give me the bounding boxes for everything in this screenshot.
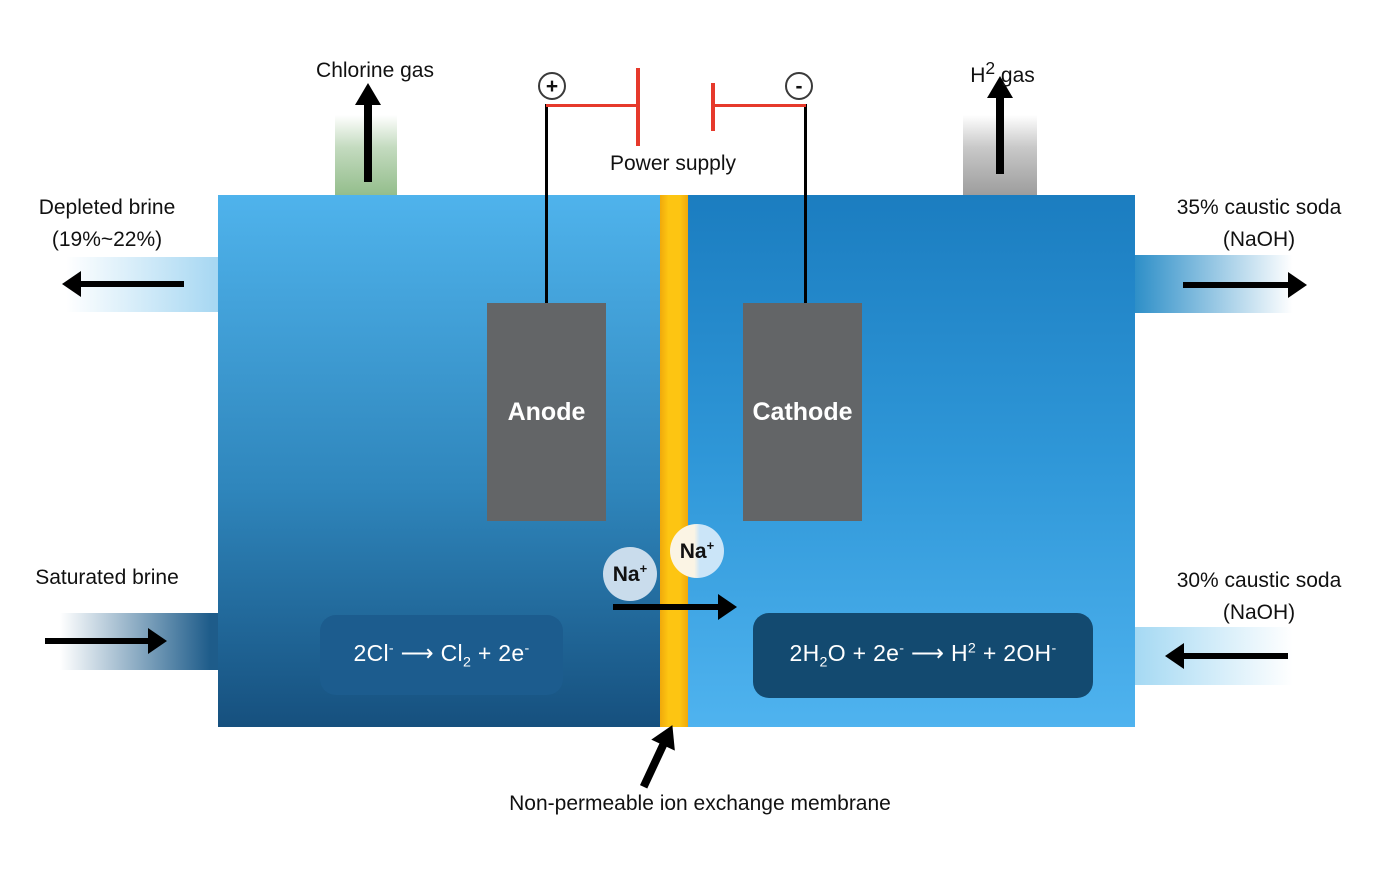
cathode-reaction-box: 2H2O + 2e- ⟶ H2 + 2OH- — [753, 613, 1093, 698]
sodium-ion-on-membrane: Na+ — [670, 524, 724, 578]
saturated-brine-arrow-icon — [45, 628, 167, 654]
battery-long-plate — [636, 68, 640, 146]
sodium-ion-label: Na+ — [679, 538, 715, 563]
battery-short-plate — [711, 83, 715, 131]
caustic-soda-35-arrow-icon — [1183, 272, 1307, 298]
power-wire-right — [715, 104, 806, 107]
sodium-flow-arrow-icon — [613, 594, 737, 620]
caustic-soda-30-arrow-icon — [1165, 643, 1288, 669]
plus-sign: + — [545, 74, 559, 98]
membrane-pointer-arrow-icon — [631, 719, 685, 792]
anode-electrode: Anode — [487, 303, 606, 521]
ion-exchange-membrane — [660, 195, 688, 727]
caustic30-line1: 30% caustic soda — [1176, 569, 1342, 592]
depleted-brine-arrow-icon — [62, 271, 184, 297]
membrane-label: Non-permeable ion exchange membrane — [509, 792, 891, 815]
depleted-brine-line1: Depleted brine — [38, 196, 176, 219]
cathode-label: Cathode — [752, 397, 853, 426]
cathode-reaction-equation: 2H2O + 2e- ⟶ H2 + 2OH- — [789, 640, 1057, 671]
anode-reaction-box: 2Cl- ⟶ Cl2 + 2e- — [320, 615, 563, 695]
caustic35-line1: 35% caustic soda — [1176, 196, 1342, 219]
caustic-soda-35-label: 35% caustic soda (NaOH) — [1150, 192, 1368, 255]
sodium-ion-label: Na+ — [612, 561, 648, 586]
depleted-brine-line2: (19%~22%) — [51, 227, 163, 251]
cathode-wire — [804, 104, 807, 304]
caustic-soda-30-label: 30% caustic soda (NaOH) — [1150, 565, 1368, 628]
minus-sign: - — [795, 74, 803, 98]
sodium-ion-left: Na+ — [603, 547, 657, 601]
power-wire-left — [546, 104, 638, 107]
saturated-brine-label: Saturated brine — [35, 566, 179, 589]
cathode-electrode: Cathode — [743, 303, 862, 521]
power-supply-label: Power supply — [609, 152, 737, 175]
caustic35-line2: (NaOH) — [1222, 227, 1296, 251]
plus-terminal-icon: + — [538, 72, 566, 100]
anode-label: Anode — [507, 397, 586, 426]
hydrogen-gas-arrow-icon — [986, 76, 1014, 174]
anode-wire — [545, 104, 548, 304]
chlorine-gas-label: Chlorine gas — [316, 59, 434, 82]
depleted-brine-label: Depleted brine (19%~22%) — [8, 192, 206, 255]
anode-reaction-equation: 2Cl- ⟶ Cl2 + 2e- — [353, 639, 530, 671]
chlorine-gas-arrow-icon — [354, 83, 382, 182]
minus-terminal-icon: - — [785, 72, 813, 100]
hydrogen-gas-label: H2 gas — [970, 58, 1035, 87]
caustic30-line2: (NaOH) — [1222, 600, 1296, 624]
